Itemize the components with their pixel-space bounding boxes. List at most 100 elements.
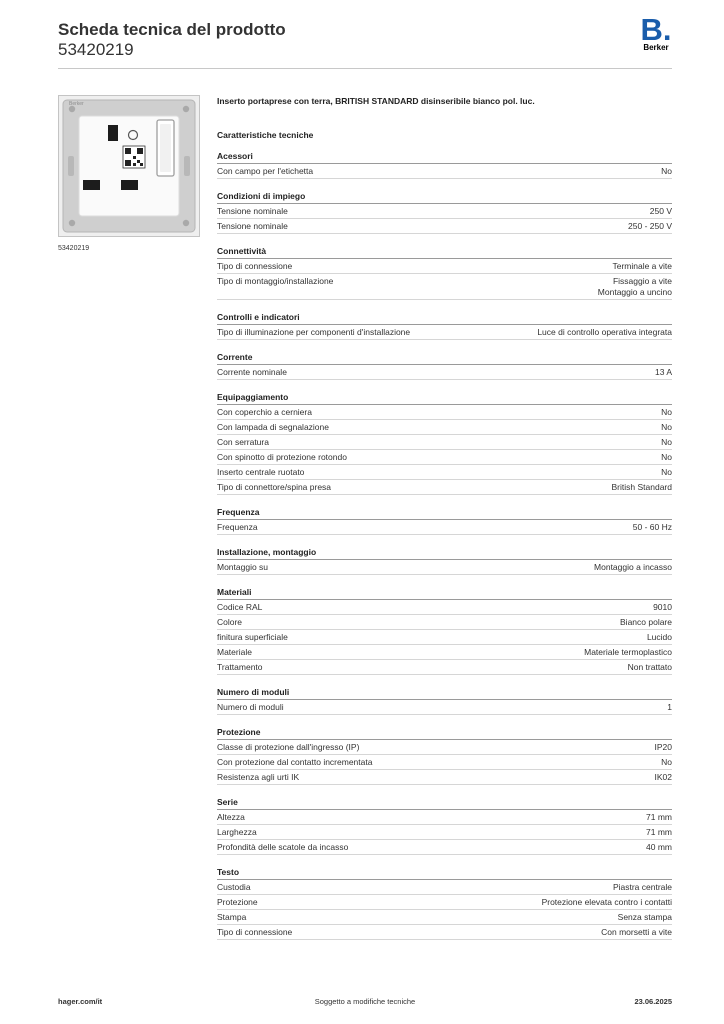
spec-label: Larghezza	[217, 826, 257, 837]
spec-label: Trattamento	[217, 661, 263, 672]
spec-value: 40 mm	[646, 841, 672, 852]
logo-mark: B.	[640, 12, 672, 47]
spec-label: Custodia	[217, 881, 251, 892]
spec-value: Con morsetti a vite	[601, 926, 672, 937]
page-header: Scheda tecnica del prodotto 53420219	[58, 20, 286, 60]
spec-row: Tipo di connessione Con morsetti a vite	[217, 925, 672, 940]
spec-row: Classe di protezione dall'ingresso (IP) I…	[217, 740, 672, 755]
earth-slot-icon	[108, 125, 118, 141]
spec-value: No	[661, 451, 672, 462]
live-slot-icon	[83, 180, 100, 190]
spec-value: No	[661, 756, 672, 767]
footer-date: 23.06.2025	[634, 997, 672, 1006]
spec-content: Inserto portaprese con terra, BRITISH ST…	[217, 95, 672, 952]
spec-row: Resistenza agli urti IK IK02	[217, 770, 672, 785]
spec-value: No	[661, 421, 672, 432]
spec-value: Senza stampa	[617, 911, 672, 922]
spec-value: Non trattato	[627, 661, 672, 672]
logo-text: Berker	[643, 43, 669, 52]
spec-value: IK02	[654, 771, 673, 782]
spec-label: Con coperchio a cerniera	[217, 406, 312, 417]
spec-row: Numero di moduli 1	[217, 700, 672, 715]
spec-label: Tipo di connettore/spina presa	[217, 481, 332, 492]
spec-value: No	[661, 436, 672, 447]
section-title: Numero di moduli	[217, 687, 672, 700]
spec-label: Inserto centrale ruotato	[217, 466, 305, 477]
spec-value: No	[661, 466, 672, 477]
spec-value: Terminale a vite	[612, 261, 672, 271]
section-title: Controlli e indicatori	[217, 312, 672, 325]
spec-label: finitura superficiale	[217, 631, 288, 642]
socket-illustration: Berker	[59, 96, 199, 236]
spec-value: Protezione elevata contro i contatti	[541, 896, 672, 907]
tech-specs-heading: Caratteristiche tecniche	[217, 130, 314, 140]
spec-label: Corrente nominale	[217, 366, 287, 377]
spec-row: Tipo di connessione Terminale a vite	[217, 259, 672, 274]
spec-label: Colore	[217, 616, 243, 627]
spec-row: Con serratura No	[217, 435, 672, 450]
section-title: Frequenza	[217, 507, 672, 520]
neutral-slot-icon	[121, 180, 138, 190]
spec-row: Profondità delle scatole da incasso 40 mm	[217, 840, 672, 855]
section-title: Serie	[217, 797, 672, 810]
frame-brand-text: Berker	[69, 101, 84, 107]
spec-label: Montaggio su	[217, 561, 269, 572]
section-title: Equipaggiamento	[217, 392, 672, 405]
spec-row: Tipo di connettore/spina presa British St…	[217, 480, 672, 495]
spec-label: Tipo di connessione	[217, 261, 293, 271]
footer-website: hager.com/it	[58, 997, 103, 1006]
frame-hole-icon	[182, 219, 190, 227]
spec-label: Resistenza agli urti IK	[217, 771, 300, 782]
spec-value: Lucido	[646, 631, 672, 642]
frame-hole-icon	[182, 105, 190, 113]
spec-row: Trattamento Non trattato	[217, 660, 672, 675]
section-title: Corrente	[217, 352, 672, 365]
spec-label: Numero di moduli	[217, 701, 284, 712]
spec-label: Classe di protezione dall'ingresso (IP)	[217, 741, 360, 752]
spec-label: Tipo di connessione	[217, 926, 293, 937]
product-description: Inserto portaprese con terra, BRITISH ST…	[217, 96, 535, 106]
frame-hole-icon	[68, 219, 76, 227]
spec-row: Altezza 71 mm	[217, 810, 672, 825]
spec-value: No	[661, 406, 672, 417]
spec-label: Tensione nominale	[217, 206, 288, 216]
page-title: Scheda tecnica del prodotto	[58, 20, 286, 39]
spec-value: 13 A	[654, 366, 672, 377]
spec-row: Inserto centrale ruotato No	[217, 465, 672, 480]
spec-label: Con spinotto di protezione rotondo	[217, 451, 347, 462]
frame-hole-icon	[68, 105, 76, 113]
spec-label: Frequenza	[217, 521, 258, 532]
spec-value: IP20	[654, 741, 673, 752]
spec-label: Altezza	[217, 811, 245, 822]
spec-label: Con campo per l'etichetta	[217, 166, 314, 176]
spec-label: Tipo di illuminazione per componenti d'i…	[217, 326, 411, 337]
spec-value: 1	[667, 701, 672, 712]
spec-row: Tipo di illuminazione per componenti d'i…	[217, 325, 672, 340]
spec-label: Profondità delle scatole da incasso	[217, 841, 349, 852]
spec-label: Con serratura	[217, 436, 269, 447]
spec-value: 71 mm	[646, 811, 672, 822]
spec-value: 50 - 60 Hz	[632, 521, 672, 532]
spec-value: Bianco polare	[620, 616, 672, 627]
spec-row: Con spinotto di protezione rotondo No	[217, 450, 672, 465]
section-title: Installazione, montaggio	[217, 547, 672, 560]
spec-value: 71 mm	[646, 826, 672, 837]
spec-label: Tipo di montaggio/installazione	[217, 276, 334, 286]
spec-value: Luce di controllo operativa integrata	[537, 326, 672, 337]
image-caption: 53420219	[58, 245, 90, 252]
spec-value: British Standard	[611, 481, 672, 492]
